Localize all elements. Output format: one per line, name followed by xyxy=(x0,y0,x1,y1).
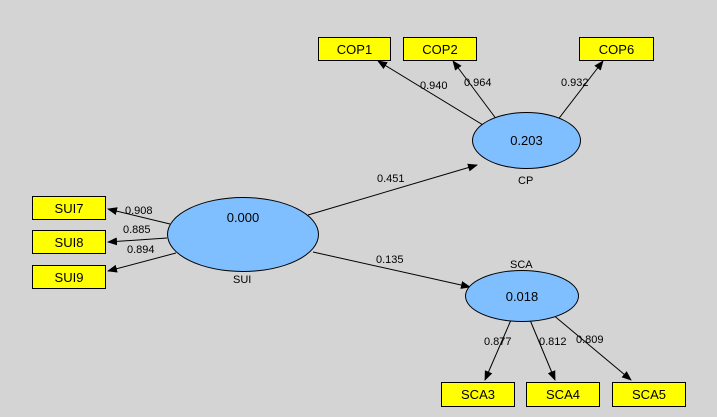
loading-arrow-sui7 xyxy=(107,207,171,225)
loading-arrow-cop2 xyxy=(452,60,501,125)
path-coef-sui-sca: 0.135 xyxy=(376,254,404,266)
loading-sui9: 0.894 xyxy=(127,244,155,256)
loading-cop6: 0.932 xyxy=(561,77,589,89)
indicator-cop1[interactable]: COP1 xyxy=(318,37,391,61)
loading-sca5: 0.809 xyxy=(576,334,604,346)
indicator-sui9[interactable]: SUI9 xyxy=(32,265,106,289)
loading-cop1: 0.940 xyxy=(420,80,448,92)
latent-name-sca: SCA xyxy=(510,259,533,271)
latent-cp[interactable]: 0.203 xyxy=(472,112,581,169)
indicator-sui7[interactable]: SUI7 xyxy=(32,196,106,220)
path-arrow-sui-sca xyxy=(312,251,471,289)
latent-name-sui: SUI xyxy=(233,274,252,286)
loading-arrow-sca3 xyxy=(484,319,512,381)
loading-arrow-cop1 xyxy=(377,60,489,129)
loading-arrow-sca5 xyxy=(551,313,632,381)
indicator-sui8[interactable]: SUI8 xyxy=(32,230,106,254)
path-coef-sui-cp: 0.451 xyxy=(377,173,405,185)
indicator-cop6[interactable]: COP6 xyxy=(579,37,654,61)
loading-cop2: 0.964 xyxy=(464,77,492,89)
latent-sca[interactable]: 0.018 xyxy=(465,270,579,322)
path-arrow-sui-cp xyxy=(307,163,478,216)
indicator-sca5[interactable]: SCA5 xyxy=(612,382,686,407)
loading-arrow-sui9 xyxy=(107,252,177,273)
indicator-sca3[interactable]: SCA3 xyxy=(441,382,515,407)
loading-sui8: 0.885 xyxy=(123,224,151,236)
latent-name-cp: CP xyxy=(518,175,534,187)
loading-arrow-sui8 xyxy=(107,237,168,246)
latent-sui[interactable]: 0.000 xyxy=(167,197,319,272)
indicator-sca4[interactable]: SCA4 xyxy=(526,382,600,407)
indicator-cop2[interactable]: COP2 xyxy=(403,37,477,61)
loading-sca3: 0.877 xyxy=(484,336,512,348)
loading-sca4: 0.812 xyxy=(539,336,567,348)
loading-arrow-sca4 xyxy=(529,319,556,381)
loading-sui7: 0.908 xyxy=(125,205,153,217)
